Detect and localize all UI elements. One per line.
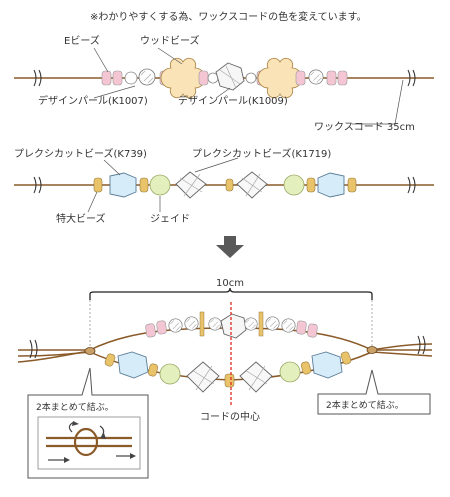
pearl-bead bbox=[308, 69, 324, 85]
row2-cord bbox=[14, 176, 434, 194]
row2-leaders bbox=[87, 157, 239, 213]
design-pearl-k1007 bbox=[138, 68, 156, 86]
jade-bead bbox=[283, 174, 305, 196]
assembled-lower-beads bbox=[104, 351, 352, 393]
wood-beads-label: ウッドビーズ bbox=[140, 34, 200, 47]
note-text: ※わかりやすくする為、ワックスコードの色を変えています。 bbox=[90, 10, 367, 23]
large-bead bbox=[93, 177, 103, 193]
e-bead bbox=[101, 70, 112, 86]
jade-label: ジェイド bbox=[150, 214, 190, 225]
design-pearl-k1007-label: デザインパール(K1007) bbox=[38, 94, 148, 107]
tie-left-label: 2本まとめて結ぶ。 bbox=[36, 401, 114, 413]
tie-callout-right: 2本まとめて結ぶ。 bbox=[317, 369, 431, 415]
e-bead bbox=[112, 70, 123, 86]
knot-left bbox=[84, 347, 96, 355]
e-beads-label: Eビーズ bbox=[64, 34, 100, 47]
wood-bead-flower bbox=[257, 57, 303, 99]
e-bead bbox=[198, 70, 209, 86]
plexi-bead-k739 bbox=[109, 172, 137, 198]
wax-cord-label: ワックスコード 35cm bbox=[314, 121, 415, 133]
length-brace bbox=[89, 287, 373, 300]
large-bead bbox=[347, 177, 357, 193]
large-bead bbox=[306, 177, 316, 193]
plexi-k739-label: プレクシカットビーズ(K739) bbox=[14, 147, 147, 160]
plexi-k1719-label: プレクシカットビーズ(K1719) bbox=[192, 147, 331, 160]
e-bead bbox=[337, 70, 348, 86]
large-bead bbox=[225, 178, 234, 192]
knot-right bbox=[366, 346, 378, 354]
row2-beads bbox=[93, 171, 357, 199]
plexi-bead-k739 bbox=[317, 172, 345, 198]
large-beads-label: 特大ビーズ bbox=[56, 212, 106, 225]
design-pearl-k1009-label: デザインパール(K1009) bbox=[178, 94, 288, 107]
length-label: 10cm bbox=[216, 278, 244, 289]
knot-illustration bbox=[37, 416, 141, 470]
e-bead bbox=[326, 70, 337, 86]
row1-leaders bbox=[93, 47, 404, 125]
e-bead bbox=[295, 70, 306, 86]
row1-beads bbox=[101, 57, 348, 99]
assembled-upper-beads bbox=[145, 311, 318, 339]
center-label: コードの中心 bbox=[200, 410, 260, 423]
tie-right-label: 2本まとめて結ぶ。 bbox=[326, 399, 404, 411]
pearl-bead-small bbox=[245, 72, 257, 84]
wood-bead-flower bbox=[160, 57, 206, 99]
design-pearl-k1009 bbox=[215, 62, 245, 91]
pearl-bead-small bbox=[124, 71, 138, 85]
down-arrow-icon bbox=[216, 236, 244, 258]
assembled-cords bbox=[17, 327, 433, 381]
large-bead bbox=[139, 177, 149, 193]
tie-callout-left: 2本まとめて結ぶ。 bbox=[27, 367, 149, 479]
jade-bead bbox=[149, 174, 171, 196]
